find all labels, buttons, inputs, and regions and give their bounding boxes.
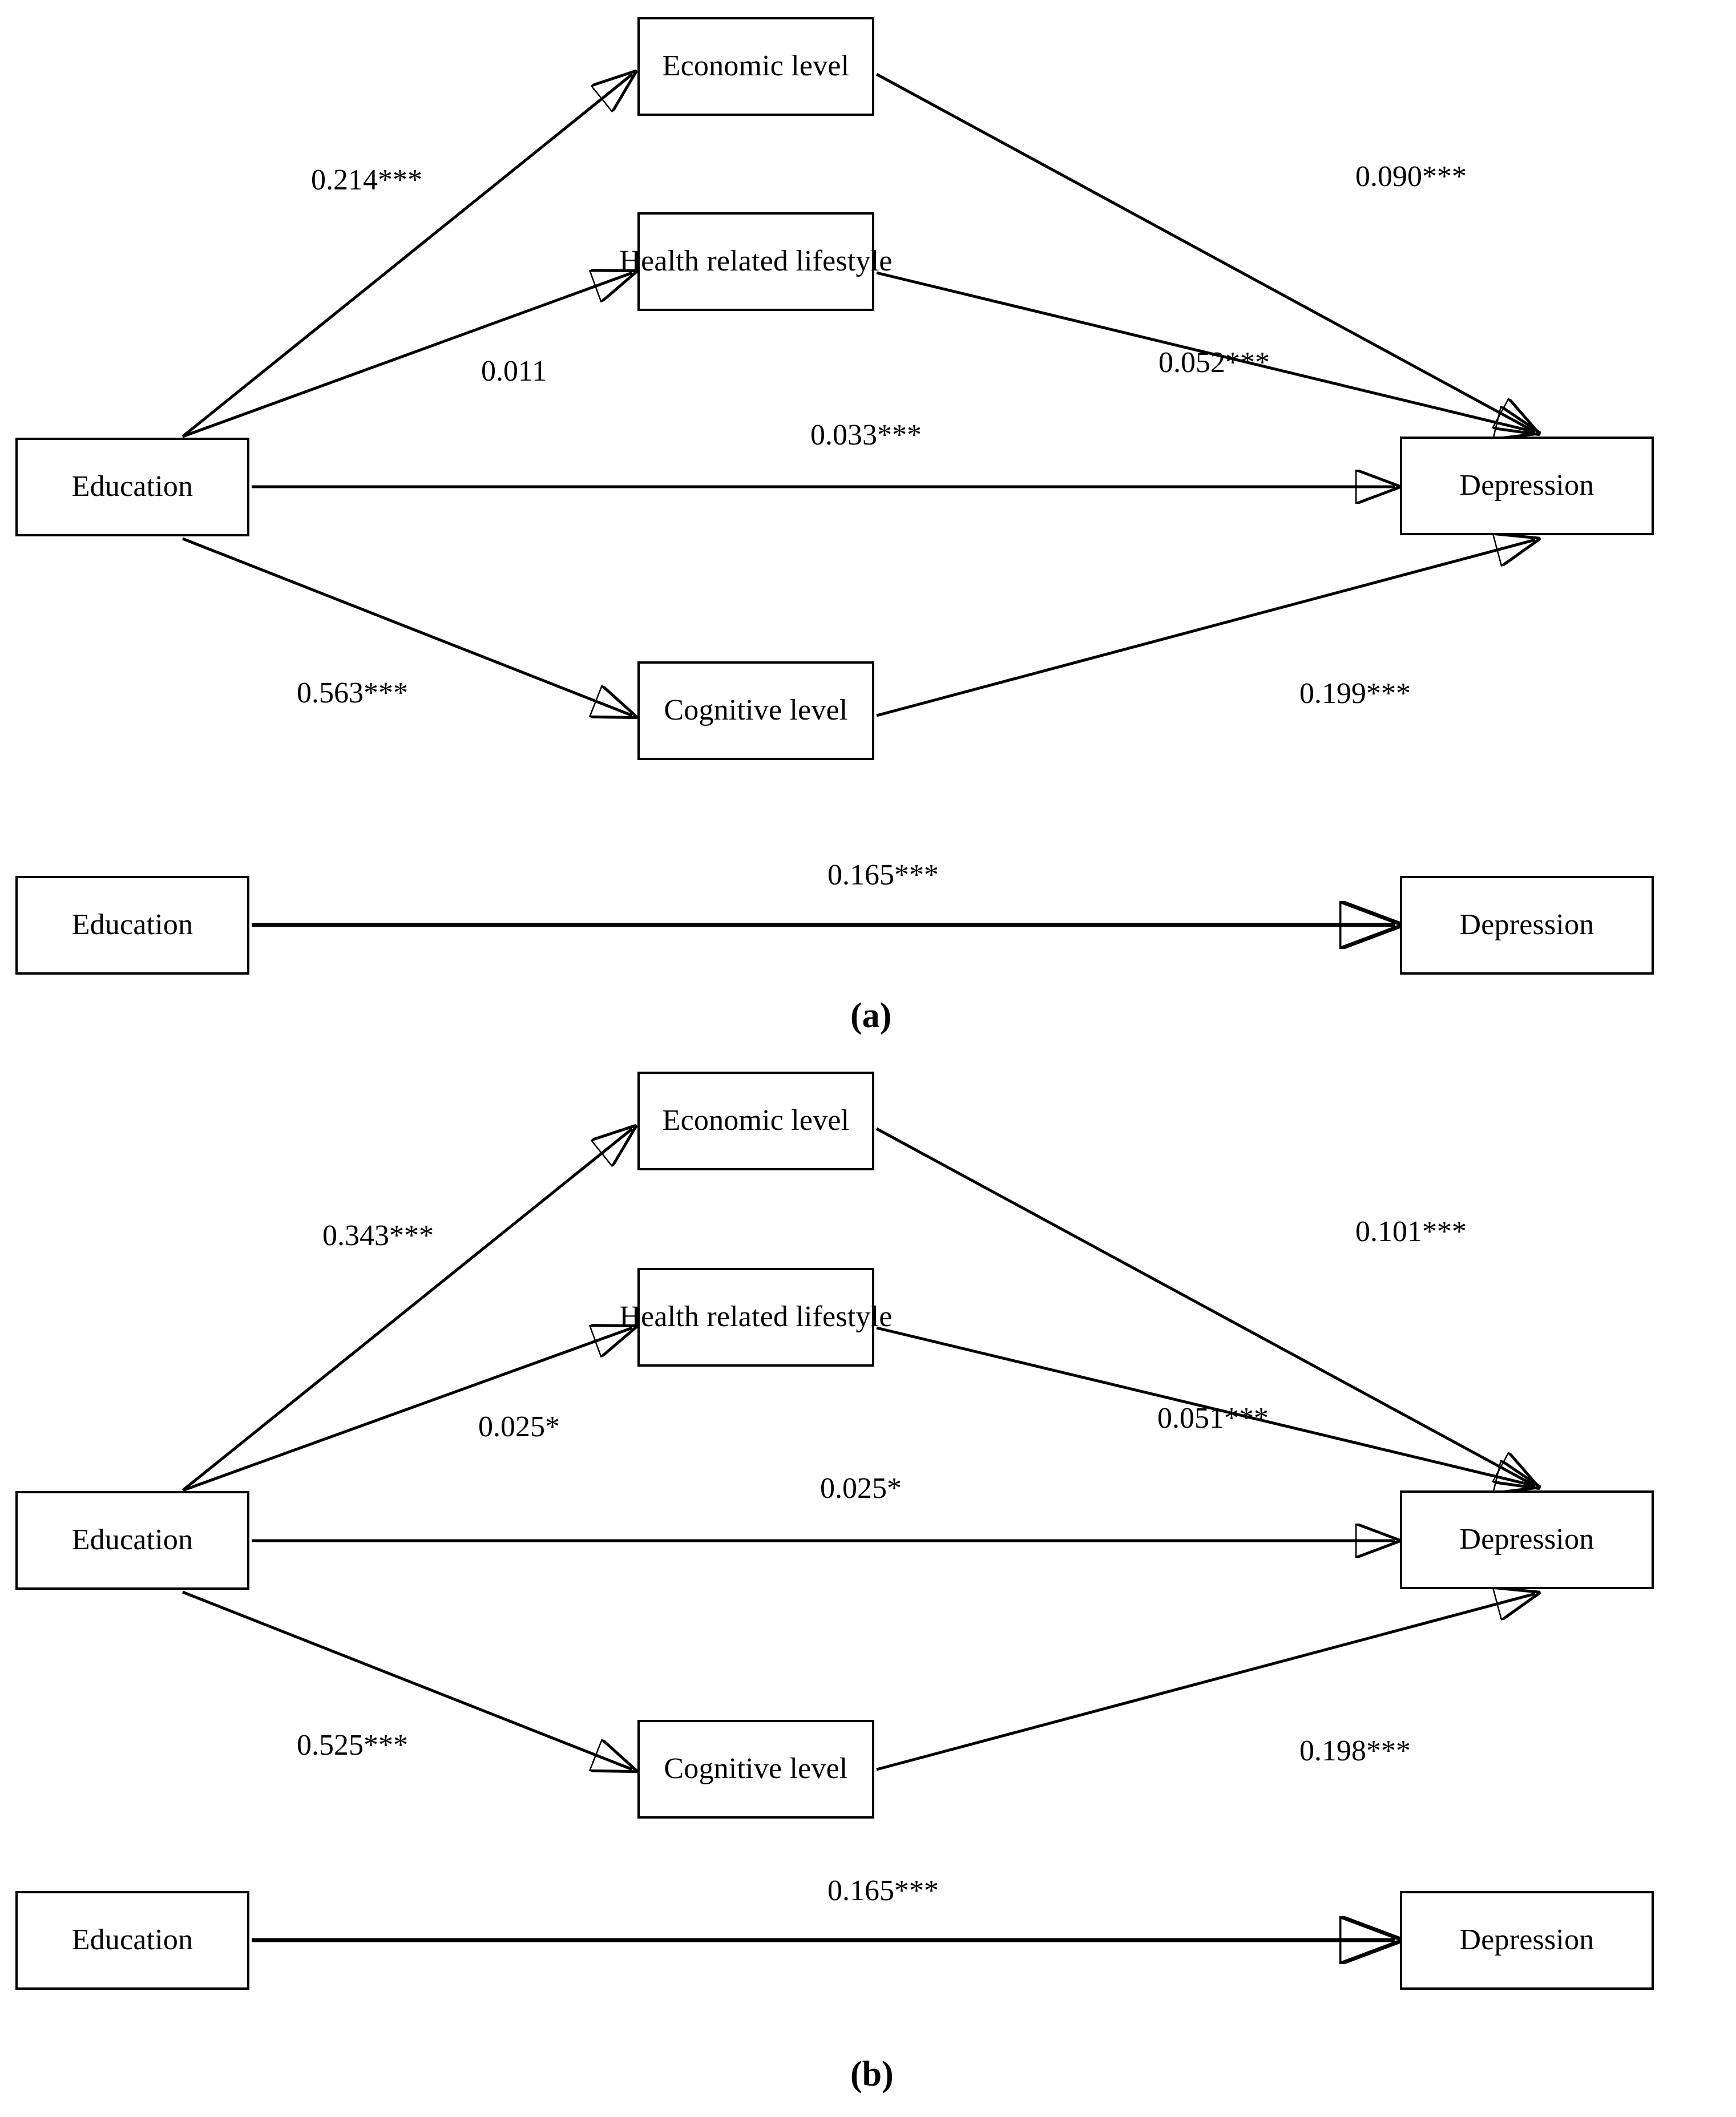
- node-education-total-b[interactable]: Education: [15, 1891, 249, 1990]
- node-cognitive-level-a[interactable]: Cognitive level: [637, 661, 874, 760]
- node-label: Depression: [1459, 1924, 1594, 1957]
- coef-education-cognitive-a: 0.563***: [297, 677, 408, 709]
- node-depression-total-a[interactable]: Depression: [1400, 876, 1654, 975]
- node-label: Depression: [1459, 908, 1594, 942]
- coef-education-depression-b: 0.025*: [820, 1472, 902, 1505]
- coef-cognitive-depression-a: 0.199***: [1299, 677, 1411, 710]
- node-education-total-a[interactable]: Education: [15, 876, 249, 975]
- edge-lifestyle-to-depression-a: [876, 271, 1535, 432]
- node-economic-level-a[interactable]: Economic level: [637, 17, 874, 116]
- node-depression-total-b[interactable]: Depression: [1400, 1891, 1654, 1990]
- edge-cognitive-to-depression-b: [876, 1594, 1535, 1771]
- node-education-a[interactable]: Education: [15, 438, 249, 536]
- panel-a: Economic level Health related lifestyle …: [0, 0, 1736, 1055]
- coef-lifestyle-depression-a: 0.052***: [1158, 346, 1270, 379]
- coef-education-economic-b: 0.343***: [322, 1219, 434, 1252]
- edge-education-to-economic-a: [181, 74, 632, 438]
- node-label: Depression: [1459, 469, 1594, 502]
- edge-education-to-cognitive-a: [182, 537, 632, 716]
- coef-cognitive-depression-b: 0.198***: [1299, 1735, 1411, 1767]
- node-label: Education: [71, 1924, 193, 1957]
- node-education-b[interactable]: Education: [15, 1491, 249, 1590]
- node-economic-level-b[interactable]: Economic level: [637, 1072, 874, 1170]
- panel-caption-b: (b): [850, 2055, 894, 2094]
- node-label: Health related lifestyle: [619, 1300, 893, 1334]
- node-label: Health related lifestyle: [619, 245, 893, 278]
- edge-education-to-economic-b: [181, 1129, 632, 1492]
- coef-economic-depression-b: 0.101***: [1355, 1215, 1467, 1248]
- edge-education-to-cognitive-b: [182, 1590, 632, 1769]
- panel-caption-a: (a): [850, 996, 892, 1035]
- edge-lifestyle-to-depression-b: [876, 1326, 1535, 1486]
- node-label: Economic level: [662, 1104, 850, 1137]
- node-label: Cognitive level: [664, 1752, 848, 1785]
- coef-education-cognitive-b: 0.525***: [297, 1729, 408, 1762]
- coef-education-depression-a: 0.033***: [810, 419, 922, 451]
- edge-education-to-lifestyle-a: [182, 273, 632, 438]
- coef-education-lifestyle-b: 0.025*: [478, 1411, 560, 1443]
- node-health-related-lifestyle-b[interactable]: Health related lifestyle: [619, 1268, 892, 1367]
- coef-education-lifestyle-a: 0.011: [481, 355, 547, 387]
- node-label: Education: [71, 1524, 193, 1557]
- node-depression-b[interactable]: Depression: [1400, 1490, 1654, 1589]
- node-cognitive-level-b[interactable]: Cognitive level: [637, 1720, 874, 1819]
- node-label: Economic level: [662, 50, 850, 83]
- edge-cognitive-to-depression-a: [876, 540, 1535, 717]
- node-label: Depression: [1459, 1523, 1594, 1556]
- coef-total-effect-b: 0.165***: [827, 1874, 939, 1907]
- node-label: Education: [71, 470, 193, 503]
- coef-total-effect-a: 0.165***: [827, 859, 939, 891]
- edge-economic-to-depression-b: [875, 1127, 1535, 1486]
- coef-education-economic-a: 0.214***: [311, 164, 422, 196]
- coef-lifestyle-depression-b: 0.051***: [1157, 1402, 1269, 1435]
- edge-economic-to-depression-a: [875, 72, 1535, 432]
- edge-education-to-lifestyle-b: [182, 1328, 632, 1492]
- node-health-related-lifestyle-a[interactable]: Health related lifestyle: [619, 212, 892, 311]
- node-label: Education: [71, 908, 193, 942]
- node-label: Cognitive level: [664, 694, 848, 727]
- coef-economic-depression-a: 0.090***: [1355, 160, 1467, 193]
- node-depression-a[interactable]: Depression: [1400, 437, 1654, 535]
